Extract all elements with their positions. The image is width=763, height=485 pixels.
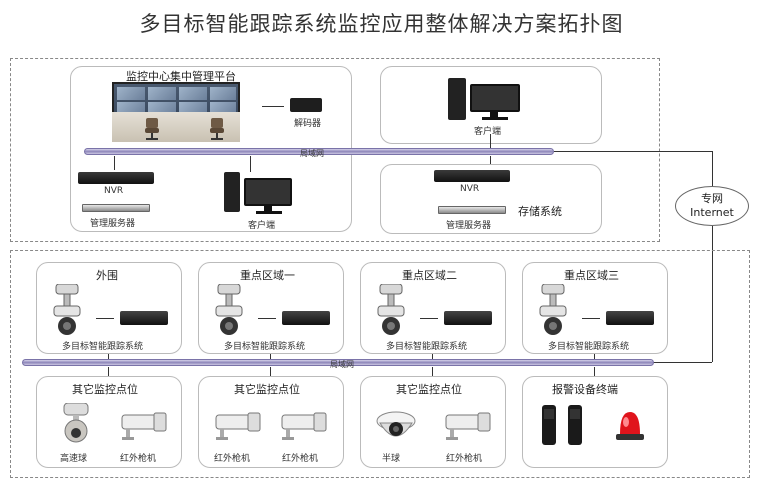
lan-nvr-link [114,156,115,170]
tracker-box-device [606,311,654,325]
decoder-device [290,98,322,112]
zone-caption: 多目标智能跟踪系统 [224,342,306,352]
server-label: 管理服务器 [90,219,136,229]
decoder-label: 解码器 [294,119,322,129]
tracker-box-device [120,311,168,325]
camera-box-link [258,318,276,319]
device-label: 半球 [382,454,401,464]
storage-nvr-device [434,170,510,182]
page-title: 多目标智能跟踪系统监控应用整体解决方案拓扑图 [139,12,624,36]
internet-top-link [712,151,713,186]
speed-dome-icon [63,403,89,443]
ir-bullet-camera-icon [445,412,491,440]
front-end-zone [10,250,750,478]
control-center-title: 监控中心集中管理平台 [126,70,236,83]
device-label: 红外枪机 [282,454,319,464]
point-lan-link [270,367,271,376]
point-lan-link [594,367,595,376]
lan-storage-link [490,156,491,166]
camera-box-link [582,318,600,319]
internet-line2: Internet [690,206,734,219]
device-label: 红外枪机 [120,454,157,464]
camera-box-link [96,318,114,319]
client-lan-link [490,134,491,148]
zone-caption: 多目标智能跟踪系统 [62,342,144,352]
top-lan-internet-link [554,151,712,152]
mini-dome-icon [376,411,416,437]
internet-line1: 专网 [701,192,723,205]
zone-lan-link [108,354,109,359]
zone-lan-link [432,354,433,359]
point-title: 其它监控点位 [72,383,138,396]
point-title: 其它监控点位 [396,383,462,396]
internet-bottom-link [712,226,713,362]
zone-caption: 多目标智能跟踪系统 [386,342,468,352]
point-lan-link [108,367,109,376]
ptz-camera-icon [215,284,243,335]
internet-cloud: 专网 Internet [675,186,749,226]
storage-server-device [438,206,506,214]
client-label: 客户端 [248,221,276,231]
device-label: 高速球 [60,454,88,464]
bottom-lan-bar [22,359,654,366]
ptz-camera-icon [53,284,81,335]
point-lan-link [432,367,433,376]
zone-title: 重点区域一 [240,269,295,282]
chair-icon [210,118,224,140]
bottom-lan-internet-link [652,362,712,363]
nvr-label: NVR [104,186,124,196]
computer-icon [224,172,292,214]
device-label: 红外枪机 [214,454,251,464]
storage-nvr-label: NVR [460,184,480,194]
chair-icon [145,118,159,140]
infrared-beam-detector-icon [542,405,582,445]
point-title: 其它监控点位 [234,383,300,396]
zone-lan-link [270,354,271,359]
computer-icon [448,78,520,120]
zone-lan-link [594,354,595,359]
camera-box-link [420,318,438,319]
client-box-label: 客户端 [474,127,502,137]
zone-title: 外围 [96,269,118,282]
zone-caption: 多目标智能跟踪系统 [548,342,630,352]
top-lan-label: 局域网 [300,149,324,158]
monitoring-center-zone [10,58,660,242]
zone-title: 重点区域三 [564,269,619,282]
ir-bullet-camera-icon [281,412,327,440]
tracker-box-device [444,311,492,325]
device-label: 红外枪机 [446,454,483,464]
top-lan-bar [84,148,554,155]
lan-client-link [250,156,251,172]
point-title: 报警设备终端 [552,383,618,396]
wall-decoder-link [262,106,284,107]
ptz-camera-icon [377,284,405,335]
ir-bullet-camera-icon [121,412,167,440]
server-device [82,204,150,212]
ptz-camera-icon [539,284,567,335]
tracker-box-device [282,311,330,325]
alarm-siren-icon [616,412,644,440]
storage-system-label: 存储系统 [518,205,562,218]
storage-server-label: 管理服务器 [446,221,492,231]
nvr-device [78,172,154,184]
bottom-lan-label: 局域网 [330,360,354,369]
ir-bullet-camera-icon [215,412,261,440]
zone-title: 重点区域二 [402,269,457,282]
